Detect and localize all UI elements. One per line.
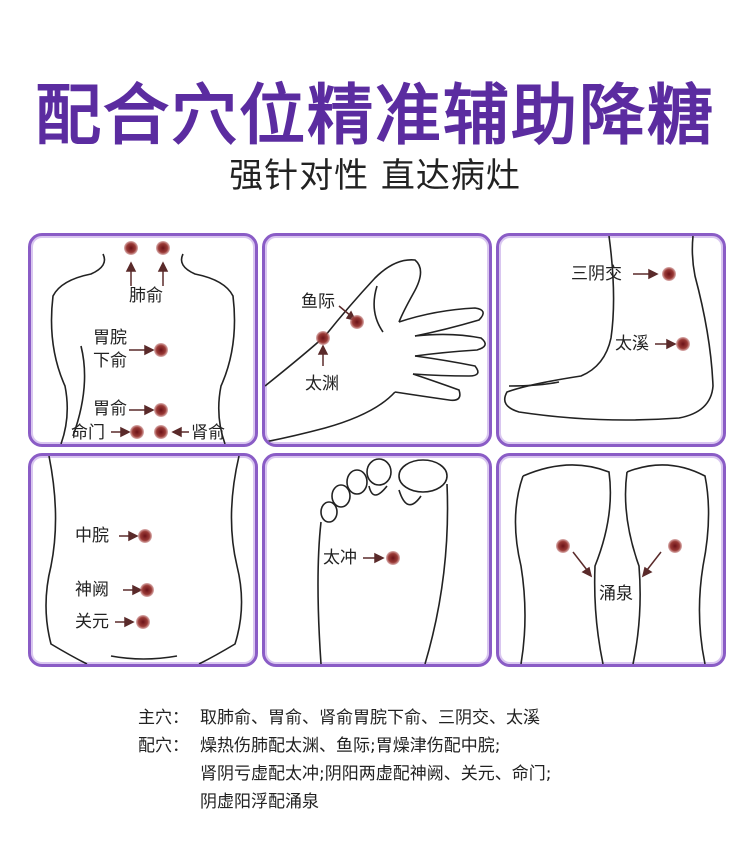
point-shenque	[140, 583, 154, 597]
point-yongquan-right	[668, 539, 682, 553]
point-yongquan-left	[556, 539, 570, 553]
panel-abdomen: 中脘 神阙 关元	[28, 453, 258, 667]
notes-pair-head: 配穴：	[138, 736, 189, 756]
point-taiyuan	[316, 331, 330, 345]
point-zhongwan	[138, 529, 152, 543]
point-yuji	[350, 315, 364, 329]
panel-hand: 鱼际 太渊	[262, 233, 492, 447]
notes-pair-line1: 燥热伤肺配太渊、鱼际;胃燥津伤配中脘;	[200, 736, 501, 756]
label-taixi: 太溪	[615, 334, 649, 354]
point-weiwan-xiashu	[154, 343, 168, 357]
point-guanyuan	[136, 615, 150, 629]
label-weiwan-line1: 胃脘	[93, 328, 127, 348]
label-sanyinjiao: 三阴交	[571, 264, 622, 284]
soles-outline	[514, 464, 710, 664]
point-taichong	[386, 551, 400, 565]
label-weishu: 胃俞	[93, 399, 127, 419]
notes-main-text: 取肺俞、胃俞、肾俞胃脘下俞、三阴交、太溪	[200, 708, 540, 728]
point-sanyinjiao	[662, 267, 676, 281]
label-guanyuan: 关元	[75, 612, 109, 632]
abdomen-outline	[45, 456, 243, 664]
panel-foot-top: 太冲	[262, 453, 492, 667]
point-weishu	[154, 403, 168, 417]
notes-main-row: 主穴： 取肺俞、胃俞、肾俞胃脘下俞、三阴交、太溪	[138, 704, 738, 732]
notes-pair-line3: 阴虚阳浮配涌泉	[200, 792, 319, 812]
label-shenque: 神阙	[75, 580, 109, 600]
point-feishu-right	[156, 241, 170, 255]
page-title: 配合穴位精准辅助降糖	[35, 77, 715, 154]
label-weiwan-line2: 下俞	[93, 351, 127, 371]
hand-outline	[265, 259, 486, 443]
notes-main-head: 主穴：	[138, 708, 189, 728]
label-mingmen: 命门	[71, 423, 105, 443]
label-yongquan: 涌泉	[599, 584, 633, 604]
label-zhongwan: 中脘	[75, 526, 109, 546]
label-yuji: 鱼际	[301, 292, 335, 312]
point-taixi	[676, 337, 690, 351]
panel-ankle: 三阴交 太溪	[496, 233, 726, 447]
label-taichong: 太冲	[323, 548, 357, 568]
page-subtitle: 强针对性 直达病灶	[229, 156, 521, 196]
label-taiyuan: 太渊	[305, 374, 339, 394]
label-shenshu: 肾俞	[191, 423, 225, 443]
point-feishu-left	[124, 241, 138, 255]
notes-pair-row: 配穴： 燥热伤肺配太渊、鱼际;胃燥津伤配中脘;	[138, 732, 738, 760]
back-outline	[50, 253, 236, 444]
panel-back: 肺俞 胃脘 下俞 胃俞 命门 肾俞	[28, 233, 258, 447]
point-shenshu	[154, 425, 168, 439]
point-mingmen	[130, 425, 144, 439]
foot-top-outline	[317, 458, 449, 664]
acupoint-notes: 主穴： 取肺俞、胃俞、肾俞胃脘下俞、三阴交、太溪 配穴： 燥热伤肺配太渊、鱼际;…	[138, 704, 738, 816]
label-feishu: 肺俞	[129, 286, 163, 306]
ankle-outline	[503, 236, 714, 421]
panel-soles: 涌泉	[496, 453, 726, 667]
notes-pair-line2: 肾阴亏虚配太冲;阴阳两虚配神阙、关元、命门;	[200, 764, 552, 784]
